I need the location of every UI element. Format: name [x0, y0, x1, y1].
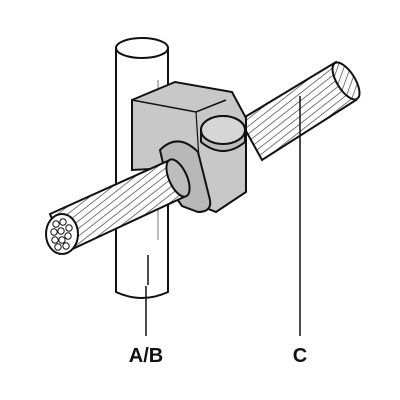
cable-upper: [238, 60, 361, 162]
cable-end-strands: [45, 213, 79, 255]
label-cable: C: [293, 345, 307, 367]
label-rod: A/B: [129, 345, 163, 367]
